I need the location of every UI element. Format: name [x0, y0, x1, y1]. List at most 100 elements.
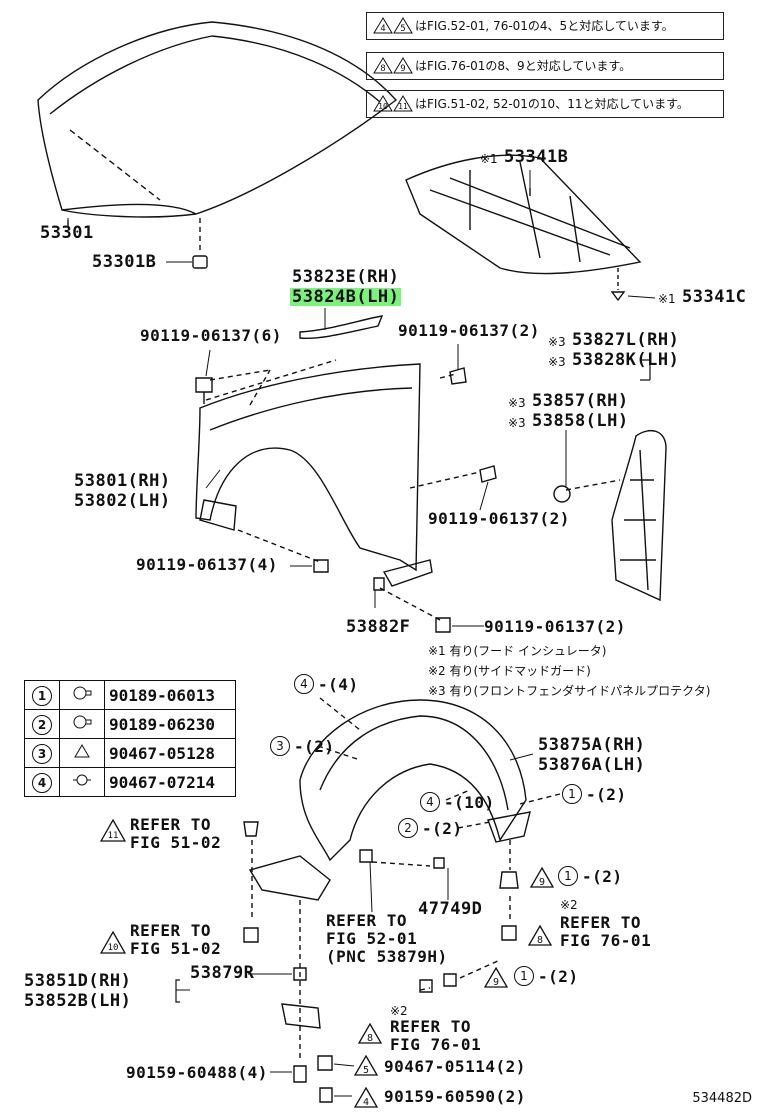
triangle-mark-8a-label: 8: [537, 935, 543, 946]
legend-row-2[interactable]: 2 90189-06230: [24, 709, 236, 739]
note-triangle-11-label: 11: [398, 102, 408, 111]
label-insulator-mark: ※1: [480, 152, 498, 166]
label-hood-cushion[interactable]: 53301B: [92, 252, 157, 272]
label-bolt-bottom-right[interactable]: 90119-06137(2): [484, 617, 626, 636]
label-protector-mark-lh: ※3: [548, 355, 566, 369]
label-bolt-top-right[interactable]: 90119-06137(2): [398, 321, 540, 340]
label-bolt-top-left[interactable]: 90119-06137(6): [140, 326, 282, 345]
label-mudguard-rh[interactable]: 53851D(RH): [24, 971, 132, 991]
refer-52-line1[interactable]: REFER TO: [326, 911, 408, 930]
note-triangle-4: 4: [373, 17, 393, 34]
legend-part-1: 90189-06013: [104, 680, 236, 710]
refer-76a-line2[interactable]: FIG 76-01: [560, 931, 652, 950]
label-seal-rh[interactable]: 53823E(RH): [292, 267, 400, 287]
note-triangle-5: 5: [393, 17, 413, 34]
label-seal2-lh[interactable]: 53858(LH): [532, 411, 629, 431]
note-triangle-9-label: 9: [400, 64, 405, 74]
label-53879R[interactable]: 53879R: [190, 963, 255, 983]
refer-10-line2[interactable]: FIG 51-02: [130, 939, 222, 958]
legend-circle-2: 2: [32, 714, 52, 735]
triangle-mark-8b: 8: [358, 1022, 382, 1044]
triangle-mark-11-label: 11: [108, 831, 119, 841]
label-liner-lh[interactable]: 53876A(LH): [538, 755, 646, 775]
triangle-mark-5-label: 5: [363, 1065, 369, 1076]
refer-76b-line1[interactable]: REFER TO: [390, 1017, 472, 1036]
legend-circle-3: 3: [32, 743, 52, 764]
legend-circle-1: 1: [32, 685, 52, 706]
triangle-mark-8b-label: 8: [367, 1033, 373, 1044]
label-bolt-mid-right[interactable]: 90119-06137(2): [428, 509, 570, 528]
legend-part-2: 90189-06230: [104, 709, 236, 739]
label-seal-lh-highlighted[interactable]: 53824B(LH): [290, 287, 402, 307]
label-seal2-rh[interactable]: 53857(RH): [532, 391, 629, 411]
triangle-mark-4: 4: [354, 1086, 378, 1108]
triangle-mark-9b: 9: [484, 966, 508, 988]
label-insulator-clip[interactable]: 53341C: [682, 287, 747, 307]
note-box-2: はFIG.76-01の8、9と対応しています。 8 9: [366, 52, 724, 80]
refer-52-line2[interactable]: FIG 52-01: [326, 929, 418, 948]
label-fender-lh[interactable]: 53802(LH): [74, 491, 171, 511]
qty-2-2: -(2): [422, 819, 463, 838]
label-hood[interactable]: 53301: [40, 223, 94, 243]
hood-drawing: [37, 21, 398, 269]
label-protector-mark-rh: ※3: [548, 335, 566, 349]
label-90467-05114[interactable]: 90467-05114(2): [384, 1057, 526, 1076]
note-triangle-8: 8: [373, 57, 393, 74]
label-90159-60590[interactable]: 90159-60590(2): [384, 1087, 526, 1106]
liner-fasteners: [243, 821, 519, 1103]
refer-52-line3[interactable]: (PNC 53879H): [326, 947, 448, 966]
qty-3-2: -(2): [294, 737, 335, 756]
label-fender-rh[interactable]: 53801(RH): [74, 471, 171, 491]
liner-leaders: [251, 697, 561, 1060]
fender-drawing: [195, 363, 433, 587]
label-insulator[interactable]: 53341B: [504, 147, 569, 167]
note-box-1: はFIG.52-01, 76-01の4、5と対応しています。 4 5: [366, 12, 724, 40]
circle-mark-1a: 1: [562, 784, 582, 804]
circle-mark-2: 2: [398, 818, 418, 838]
fender-leaders: [205, 359, 621, 621]
refer-10-line1[interactable]: REFER TO: [130, 921, 212, 940]
circle-mark-4a: 4: [294, 674, 314, 694]
legend-row-4[interactable]: 4 90467-07214: [24, 767, 236, 797]
bolt-shapes: [195, 367, 497, 633]
qty-1-2c: -(2): [538, 967, 579, 986]
legend-part-3: 90467-05128: [104, 738, 236, 768]
note-box-1-text: はFIG.52-01, 76-01の4、5と対応しています。: [415, 19, 674, 33]
clip-icon-4: [73, 774, 91, 786]
footnote-2: ※2 有り(サイドマッドガード): [428, 664, 591, 678]
legend-row-1[interactable]: 1 90189-06013: [24, 680, 236, 710]
qty-1-2a: -(2): [586, 785, 627, 804]
circle-mark-1b: 1: [558, 866, 578, 886]
triangle-mark-10: 10: [100, 930, 126, 954]
note-triangle-11: 11: [393, 95, 413, 112]
triangle-mark-9a: 9: [530, 866, 554, 888]
legend-row-3[interactable]: 3 90467-05128: [24, 738, 236, 768]
label-90159-60488[interactable]: 90159-60488(4): [126, 1063, 268, 1082]
label-seal2-mark-lh: ※3: [508, 416, 526, 430]
footnote-3: ※3 有り(フロントフェンダサイドパネルプロテクタ): [428, 684, 711, 698]
label-bolt-bottom-left[interactable]: 90119-06137(4): [136, 555, 278, 574]
label-bracket[interactable]: 53882F: [346, 617, 411, 637]
legend-part-4: 90467-07214: [104, 767, 236, 797]
label-mudguard-lh[interactable]: 53852B(LH): [24, 991, 132, 1011]
note-box-3-text: はFIG.51-02, 52-01の10、11と対応しています。: [415, 97, 689, 111]
refer-76a-line1[interactable]: REFER TO: [560, 913, 642, 932]
refer-76a-mark: ※2: [560, 898, 578, 912]
refer-11-line2[interactable]: FIG 51-02: [130, 833, 222, 852]
label-protector-rh[interactable]: 53827L(RH): [572, 330, 680, 350]
refer-11-line1[interactable]: REFER TO: [130, 815, 212, 834]
circle-mark-3: 3: [270, 736, 290, 756]
label-liner-rh[interactable]: 53875A(RH): [538, 735, 646, 755]
fender-liner-drawing: [248, 699, 531, 901]
note-triangle-10-label: 10: [378, 102, 388, 111]
label-47749D[interactable]: 47749D: [418, 899, 483, 919]
triangle-mark-10-label: 10: [108, 943, 119, 953]
note-box-3: はFIG.51-02, 52-01の10、11と対応しています。 10 11: [366, 90, 724, 118]
label-protector-lh[interactable]: 53828K(LH): [572, 350, 680, 370]
label-seal2-mark-rh: ※3: [508, 396, 526, 410]
note-triangle-4-label: 4: [380, 24, 385, 34]
triangle-mark-4-label: 4: [363, 1097, 369, 1108]
refer-76b-line2[interactable]: FIG 76-01: [390, 1035, 482, 1054]
